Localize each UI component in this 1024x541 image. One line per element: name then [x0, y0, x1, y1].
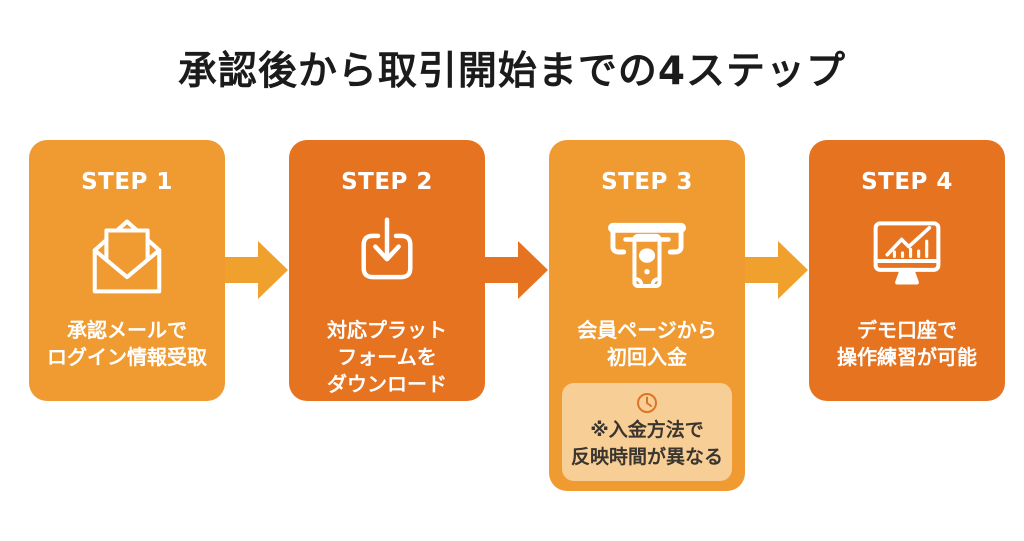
arrow-right-icon: [225, 241, 288, 299]
step-2-label: STEP 2: [341, 169, 433, 195]
step-card-3: STEP 3 会員ページから 初回入金: [549, 140, 745, 491]
step-card-1: STEP 1 承認メールで ログイン情報受取: [29, 140, 225, 401]
step-1-label: STEP 1: [81, 169, 173, 195]
arrow-right-icon: [745, 241, 808, 299]
note-line: 反映時間が異なる: [570, 445, 723, 468]
step-4-caption: デモ口座で 操作練習が可能: [837, 317, 977, 371]
arrow-gap-2: [485, 140, 549, 302]
clock-icon: [637, 393, 657, 414]
caption-line: ログイン情報受取: [47, 345, 207, 370]
open-mail-icon: [84, 209, 170, 295]
step-card-4: STEP 4 デモ口座で 操作練習が可能: [809, 140, 1005, 401]
step-2-caption: 対応プラット フォームを ダウンロード: [327, 317, 447, 399]
arrow-gap-3: [745, 140, 809, 302]
caption-line: 対応プラット: [327, 318, 447, 342]
deposit-time-note: ※入金方法で 反映時間が異なる: [562, 383, 732, 481]
deposit-atm-icon: [604, 209, 690, 295]
caption-line: 操作練習が可能: [837, 345, 977, 370]
caption-line: 初回入金: [606, 345, 687, 370]
step-1-caption: 承認メールで ログイン情報受取: [47, 317, 207, 371]
step-card-2: STEP 2 対応プラット フォームを ダウンロード: [289, 140, 485, 401]
step-3-label: STEP 3: [601, 169, 693, 195]
step-3-caption: 会員ページから 初回入金: [577, 317, 717, 371]
download-icon: [344, 209, 430, 295]
step-4-label: STEP 4: [861, 169, 953, 195]
page-title: 承認後から取引開始までの4ステップ: [177, 49, 847, 94]
arrow-gap-1: [225, 140, 289, 302]
note-line: ※入金方法で: [590, 419, 704, 442]
caption-line: 承認メールで: [67, 318, 187, 342]
arrow-right-icon: [485, 241, 548, 299]
caption-line: フォームを: [337, 345, 437, 370]
caption-line: デモ口座で: [857, 318, 957, 342]
steps-row: STEP 1 承認メールで ログイン情報受取 STEP 2: [29, 140, 1005, 491]
caption-line: ダウンロード: [327, 372, 447, 397]
monitor-chart-icon: [864, 209, 950, 295]
caption-line: 会員ページから: [577, 318, 717, 342]
